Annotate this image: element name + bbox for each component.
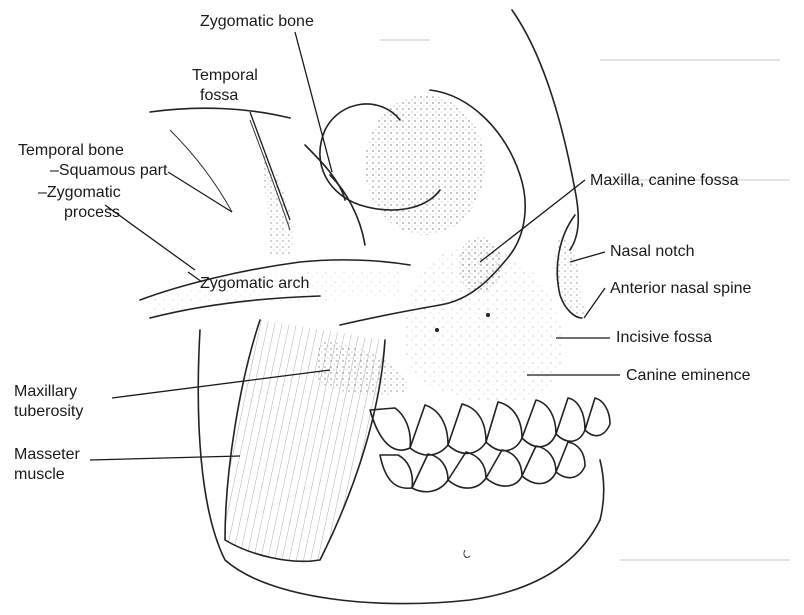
label-temporal-bone: Temporal bone [18,142,124,159]
label-anterior-nasal-spine: Anterior nasal spine [610,280,752,297]
label-zygomatic-arch: Zygomatic arch [200,275,309,292]
label-maxillary-tuberosity-line2: tuberosity [14,403,83,420]
label-temporal-fossa-line2: fossa [200,87,238,104]
label-zygomatic-process-line2: process [64,204,120,221]
orbit-shading [365,95,485,235]
label-incisive-fossa: Incisive fossa [616,329,712,346]
upper-teeth [370,398,610,455]
label-masseter-muscle-line2: muscle [14,466,65,483]
label-maxilla-canine-fossa: Maxilla, canine fossa [590,172,739,189]
label-temporal-fossa-line1: Temporal [192,67,258,84]
label-nasal-notch: Nasal notch [610,243,695,260]
label-maxillary-tuberosity-line1: Maxillary [14,383,77,400]
label-zygomatic-process-line1: –Zygomatic [38,184,121,201]
label-canine-eminence: Canine eminence [626,367,751,384]
label-zygomatic-bone: Zygomatic bone [200,13,314,30]
label-squamous-part: –Squamous part [50,162,168,179]
canine-fossa-shading [458,237,502,293]
labels: Zygomatic bone Temporal fossa Temporal b… [14,13,752,483]
label-masseter-muscle-line1: Masseter [14,446,80,463]
